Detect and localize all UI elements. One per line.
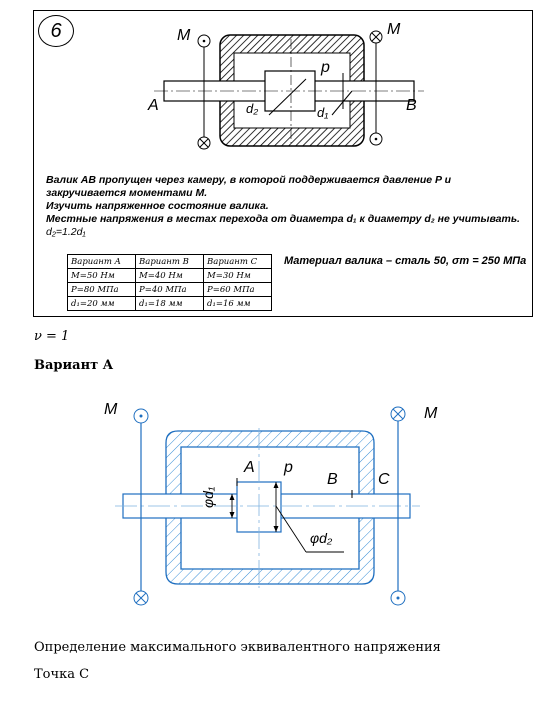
point-a-label: A: [244, 459, 255, 476]
variant-heading: Вариант А: [34, 358, 114, 373]
task-card: 6 M M A B p d₂ d₁ Валик AB пропущен чере…: [33, 10, 533, 317]
task-line: Местные напряжения в местах перехода от …: [46, 213, 520, 225]
table-cell: P=80 МПа: [67, 282, 136, 297]
chamber-drawing: [154, 30, 424, 150]
table-cell: M=40 Нм: [135, 268, 204, 283]
section-heading: Определение максимального эквивалентного…: [34, 640, 441, 655]
task-description: Валик AB пропущен через камеру, в которо…: [46, 174, 532, 239]
point-heading: Точка С: [34, 667, 90, 682]
nu-line: ν = 1: [34, 329, 70, 344]
task-line: Валик AB пропущен через камеру, в которо…: [46, 174, 451, 186]
d1-dimension-label: φd₁: [200, 486, 216, 508]
pressure-label: p: [321, 59, 330, 76]
point-b-label: B: [406, 97, 417, 114]
point-c-label: C: [378, 471, 390, 488]
pressure-label: p: [284, 459, 293, 476]
moment-label-right: M: [387, 21, 401, 38]
table-cell: d₁=18 мм: [135, 296, 204, 311]
point-a-label: A: [148, 97, 159, 114]
table-cell: P=60 МПа: [203, 282, 272, 297]
variants-table: Вариант A Вариант B Вариант C M=50 Нм M=…: [67, 254, 272, 311]
d2-dimension-label: φd₂: [310, 530, 333, 546]
table-header-row: Вариант A Вариант B Вариант C: [67, 254, 272, 269]
moment-label-left: M: [177, 27, 191, 44]
d1-label: d₁: [317, 105, 329, 120]
variant-a-diagram: [115, 406, 420, 606]
task-line: закручивается моментами M.: [46, 187, 208, 199]
table-cell: P=40 МПа: [135, 282, 204, 297]
moment-label-right: M: [424, 405, 438, 422]
table-header-cell: Вариант A: [67, 254, 136, 269]
task-line: d₂=1.2d₁: [46, 226, 86, 238]
task-line: Изучить напряженное состояние валика.: [46, 200, 269, 212]
point-b-label: B: [327, 471, 338, 488]
table-header-cell: Вариант B: [135, 254, 204, 269]
d2-label: d₂: [246, 101, 259, 116]
table-cell: M=30 Нм: [203, 268, 272, 283]
material-note: Материал валика – сталь 50, σт = 250 МПа: [284, 255, 527, 267]
moment-label-left: M: [104, 401, 118, 418]
task-number: 6: [38, 15, 74, 47]
table-row: M=50 Нм M=40 Нм M=30 Нм: [67, 268, 272, 283]
table-header-cell: Вариант C: [203, 254, 272, 269]
table-cell: d₁=20 мм: [67, 296, 136, 311]
table-row: d₁=20 мм d₁=18 мм d₁=16 мм: [67, 296, 272, 311]
table-cell: M=50 Нм: [67, 268, 136, 283]
table-row: P=80 МПа P=40 МПа P=60 МПа: [67, 282, 272, 297]
table-cell: d₁=16 мм: [203, 296, 272, 311]
